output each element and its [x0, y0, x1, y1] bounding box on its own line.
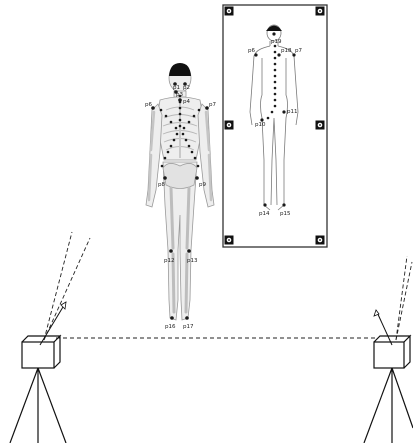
panel-label-p6: p6	[248, 48, 255, 54]
skeleton-figure: p1 p2 p3 p4 p6 p7 p8 p9 p12 p13 p16 p17	[145, 63, 216, 330]
left-tripod	[10, 368, 66, 443]
left-view-rays	[44, 232, 90, 340]
label-p12: p12	[164, 258, 175, 264]
label-p17: p17	[183, 324, 194, 330]
right-camera	[364, 256, 413, 443]
pelvis	[163, 163, 197, 188]
label-p16: p16	[165, 324, 176, 330]
left-direction-arrow	[40, 302, 66, 345]
label-p3: p3	[176, 92, 183, 98]
calibration-panel: p19 p6 p18 p7 p11 p10 p14 p15	[223, 5, 327, 247]
panel-label-p15: p15	[280, 211, 291, 217]
label-p8: p8	[158, 182, 165, 188]
panel-label-p14: p14	[259, 211, 270, 217]
label-p1: p1	[173, 85, 180, 91]
label-p4: p4	[183, 99, 190, 105]
left-camera-body	[22, 336, 60, 368]
right-tripod	[364, 368, 413, 443]
right-camera-body	[374, 336, 410, 368]
panel-label-p18: p18	[281, 48, 292, 54]
panel-label-p7: p7	[295, 48, 302, 54]
panel-label-p11: p11	[287, 109, 298, 115]
label-p7: p7	[209, 102, 216, 108]
label-p2: p2	[183, 85, 190, 91]
head-cap	[169, 63, 191, 76]
panel-label-p19: p19	[271, 39, 282, 45]
panel-label-p10: p10	[255, 122, 266, 128]
label-p6: p6	[145, 102, 152, 108]
label-p9: p9	[199, 182, 206, 188]
right-view-rays	[396, 256, 412, 340]
label-p13: p13	[187, 258, 198, 264]
